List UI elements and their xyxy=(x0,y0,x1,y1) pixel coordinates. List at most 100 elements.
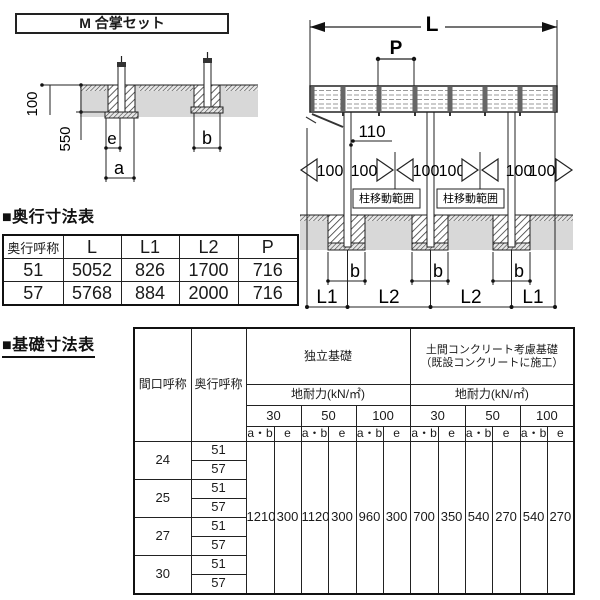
subheader-e: e xyxy=(327,426,357,442)
roof-beam xyxy=(309,85,558,113)
foundation-table-title: ■基礎寸法表 xyxy=(2,331,95,358)
movement-range-box xyxy=(352,188,421,209)
width-name-27: 27 xyxy=(133,516,192,556)
b-dimensions xyxy=(327,252,531,285)
depth-table-header-row: 奥行呼称 L L1 L2 P xyxy=(2,234,299,259)
depth-header-P: P xyxy=(237,234,299,259)
roof-rafters xyxy=(310,87,557,111)
left-foundation-section: 100 550 e a b xyxy=(24,52,258,182)
foundation-3-footing xyxy=(492,242,531,251)
dim-label-e: e xyxy=(107,129,116,148)
foundation-2 xyxy=(411,214,449,244)
capacity-50: 50 xyxy=(464,405,521,427)
movement-range-label: 柱移動範囲 xyxy=(443,191,498,205)
depth-dimension-table: 奥行呼称 L L1 L2 P 51 5052 826 1700 716 57 5… xyxy=(2,234,299,306)
post-1 xyxy=(343,111,352,248)
roof-brace xyxy=(311,113,344,128)
subheader-ab: a・b xyxy=(409,426,439,442)
foundation-dimension-table: 間口呼称 奥行呼称 独立基礎 土間コンクリート考慮基礎 （既設コンクリートに施工… xyxy=(133,327,576,595)
dim-label-100: 100 xyxy=(24,91,41,116)
depth-cell: 716 xyxy=(237,281,299,306)
header-group-independent: 独立基礎 xyxy=(245,327,411,385)
value-cell: 300 xyxy=(327,440,357,595)
depth-header-name: 奥行呼称 xyxy=(2,234,64,259)
movement-range-box xyxy=(436,188,505,209)
header-group-doma-line2: （既設コンクリートに施工） xyxy=(420,356,564,369)
dim-label-b: b xyxy=(350,261,360,281)
header-depth-name: 奥行呼称 xyxy=(190,327,247,442)
value-cell: 1210 xyxy=(245,440,275,595)
capacity-30: 30 xyxy=(409,405,466,427)
foundation-b-footing xyxy=(190,106,224,114)
movement-range-label: 柱移動範囲 xyxy=(359,191,414,205)
depth-header-L: L xyxy=(62,234,122,259)
subheader-ab: a・b xyxy=(355,426,384,442)
ground-hatch xyxy=(300,215,328,221)
value-cell: 300 xyxy=(273,440,302,595)
ground-hatch xyxy=(139,85,193,91)
depth-header-L1: L1 xyxy=(120,234,180,259)
roof-feet xyxy=(342,112,521,116)
product-title: M 合掌セット xyxy=(79,15,165,31)
depth-name: 51 xyxy=(190,478,247,499)
foundation-b xyxy=(193,84,221,108)
capacity-30: 30 xyxy=(245,405,302,427)
post-b xyxy=(203,61,212,108)
subheader-e: e xyxy=(273,426,302,442)
arrow-label-100: 100 xyxy=(317,163,344,180)
dim-label-b-left: b xyxy=(202,128,212,148)
dim-label-L2: L2 xyxy=(460,287,481,308)
dim-label-550: 550 xyxy=(57,126,74,151)
ground-band xyxy=(300,215,573,250)
dim-label-L1: L1 xyxy=(522,287,543,308)
product-title-box: M 合掌セット xyxy=(15,13,229,34)
dim-label-b: b xyxy=(514,261,524,281)
foundation-1-footing xyxy=(327,242,366,251)
dim-label-L: L xyxy=(426,13,439,36)
depth-table-title: ■奥行寸法表 xyxy=(2,209,95,226)
dim-label-a: a xyxy=(114,158,125,178)
depth-header-L2: L2 xyxy=(178,234,239,259)
dim-label-b: b xyxy=(433,261,443,281)
value-cell: 700 xyxy=(409,440,439,595)
subheader-e: e xyxy=(491,426,521,442)
depth-cell: 5768 xyxy=(62,281,122,306)
value-cell: 540 xyxy=(464,440,493,595)
dim-label-L2: L2 xyxy=(378,287,399,308)
post-b-anchor xyxy=(203,58,212,63)
subheader-e: e xyxy=(382,426,411,442)
subheader-ab: a・b xyxy=(519,426,548,442)
span-dimensions xyxy=(306,112,556,309)
depth-cell: 5052 xyxy=(62,258,122,282)
value-cell: 270 xyxy=(546,440,575,595)
post-a xyxy=(117,65,126,113)
dim-label-110: 110 xyxy=(358,122,385,141)
ground-hatch xyxy=(530,215,573,221)
width-name-30: 30 xyxy=(133,554,192,595)
arrow-label-100: 100 xyxy=(529,163,556,180)
depth-name: 51 xyxy=(190,554,247,575)
subheader-ab: a・b xyxy=(245,426,275,442)
depth-table-row-51: 51 5052 826 1700 716 xyxy=(2,258,299,282)
movement-arrows: 100 100 100 100 100 100 xyxy=(299,152,574,189)
ground-hatch xyxy=(80,85,106,91)
depth-name: 57 xyxy=(190,573,247,595)
value-cell: 540 xyxy=(519,440,548,595)
depth-name: 57 xyxy=(190,535,247,556)
capacity-100: 100 xyxy=(355,405,411,427)
depth-cell: 57 xyxy=(2,281,64,306)
subheader-e: e xyxy=(437,426,466,442)
value-cell: 350 xyxy=(437,440,466,595)
ground-band xyxy=(80,85,258,117)
depth-name: 51 xyxy=(190,440,247,461)
value-cell: 960 xyxy=(355,440,384,595)
header-bearing-capacity: 地耐力(kN/㎡) xyxy=(245,384,411,406)
foundation-3 xyxy=(492,214,531,244)
depth-cell: 884 xyxy=(120,281,180,306)
depth-table-row-57: 57 5768 884 2000 716 xyxy=(2,281,299,306)
post-2 xyxy=(426,111,435,248)
ground-hatch xyxy=(225,85,258,91)
depth-cell: 1700 xyxy=(178,258,239,282)
header-bearing-capacity: 地耐力(kN/㎡) xyxy=(409,384,575,406)
capacity-100: 100 xyxy=(519,405,575,427)
